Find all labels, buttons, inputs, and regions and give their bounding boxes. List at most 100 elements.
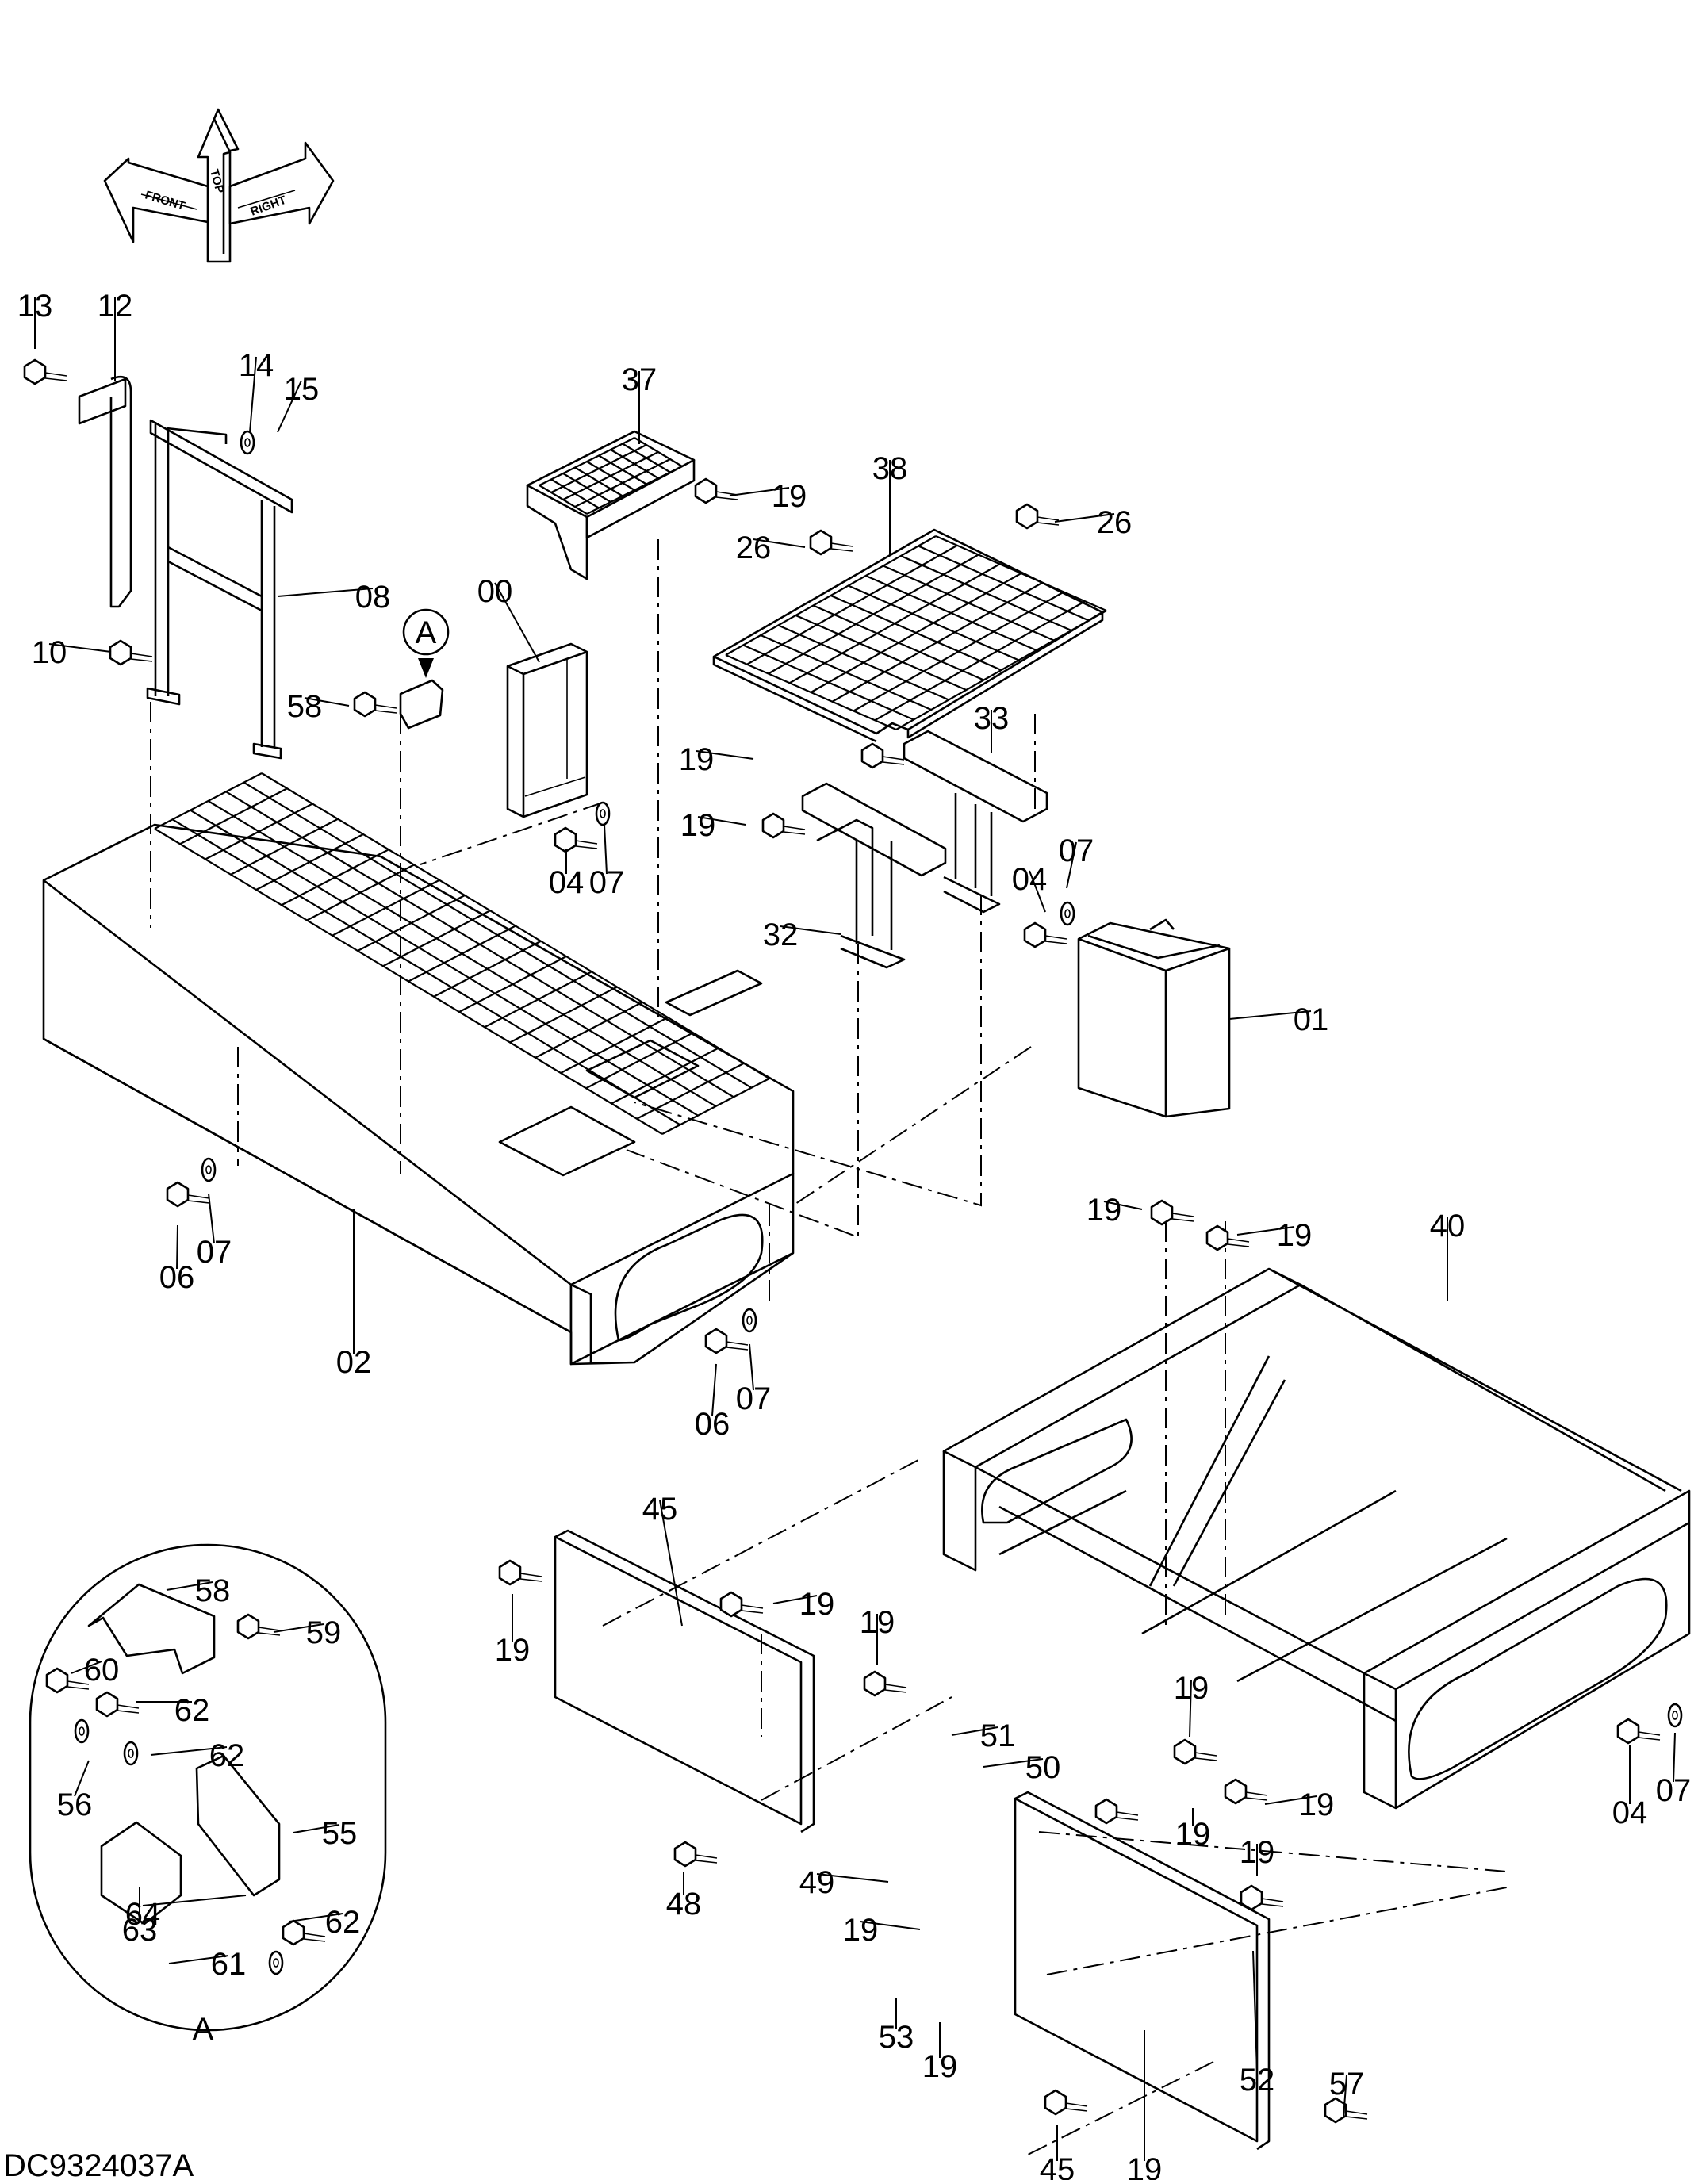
part-callout: 07 [736,1381,772,1416]
part-callout: 37 [622,362,657,397]
part-callout: 26 [736,531,772,565]
leader-line [1264,1795,1317,1805]
leader-line [1066,841,1077,889]
part-callout: 49 [799,1865,835,1900]
part-callout: 60 [84,1653,120,1688]
leader-line [983,1758,1044,1768]
leader-line [277,380,302,433]
leader-line [176,1224,178,1270]
detail-a-marker-label: A [416,615,437,650]
part-callout: 19 [1277,1218,1313,1253]
support-bracket-32 [801,782,947,969]
leader-line [208,1193,215,1244]
leader-line [142,1895,247,1906]
part-callout: 51 [980,1718,1016,1753]
assembly-lines [150,539,1508,2158]
leader-line [166,1581,213,1591]
part-callout: 19 [1087,1193,1122,1228]
leader-line [780,925,841,935]
drawing-code: DC9324037A [3,2148,194,2180]
leader-line [150,1746,228,1756]
part-callout: 04 [1612,1795,1648,1830]
part-callout: 53 [879,2020,914,2055]
part-callout: 56 [57,1787,93,1822]
part-callout: 19 [1127,2152,1163,2180]
side-panel-right [1014,1791,1271,2151]
part-callout: 19 [922,2049,958,2084]
leader-line [1103,1201,1143,1210]
leader-line [277,588,374,597]
part-callout: 19 [843,1913,879,1948]
part-callout: 19 [679,742,715,777]
leader-line [729,487,790,496]
handrail-bracket [78,375,132,608]
leader-line [273,1623,324,1633]
part-callout: 19 [1174,1671,1209,1706]
leader-line [816,1873,889,1883]
part-callout: 19 [860,1605,895,1640]
leader-line [860,1921,921,1930]
part-callout: 40 [1430,1209,1466,1243]
part-callout: 08 [355,580,391,615]
part-callout: 45 [1040,2152,1075,2180]
leader-line [951,1726,998,1736]
step [526,430,696,580]
leader-line [696,750,754,760]
part-callout: 33 [974,701,1010,736]
part-callout: 48 [666,1887,702,1922]
part-callout: 63 [122,1913,158,1948]
part-callout: 00 [477,574,513,609]
part-callout: 04 [549,865,585,900]
part-callout: 58 [287,689,323,724]
leader-line [1189,1679,1192,1738]
part-callout: 19 [1175,1817,1211,1852]
leader-line [1343,2075,1347,2118]
part-callout: 19 [1299,1787,1335,1822]
leader-line [1029,870,1046,913]
part-callout: 52 [1240,2063,1275,2098]
leader-lines [34,297,1676,2161]
leader-line [249,356,257,433]
leader-line [749,1343,754,1391]
leader-line [168,1955,229,1964]
part-callout: 45 [642,1492,678,1527]
detail-a-inset [29,1543,387,2032]
grating-panel [712,528,1107,743]
part-callout: 19 [495,1633,531,1668]
cover-box [506,642,588,818]
leader-line [772,1595,818,1604]
part-callout: 50 [1025,1750,1061,1785]
part-callout: 07 [1656,1773,1692,1808]
leader-line [71,1661,102,1674]
orientation-arrows-icon [103,108,335,263]
part-callout: 19 [1240,1835,1275,1870]
part-callout: 13 [17,289,53,324]
leader-line [1673,1732,1676,1783]
base-frame-40 [942,1267,1691,1810]
part-callout: 59 [306,1615,342,1650]
part-callout: 06 [695,1407,730,1442]
detail-a-marker [399,608,450,730]
part-callout: 06 [159,1260,195,1295]
part-callout: 62 [209,1738,245,1773]
part-callout: 19 [772,479,807,514]
part-callout: 58 [195,1573,231,1608]
battery-box [1077,918,1231,1118]
main-frame-02 [42,772,795,1366]
part-callout: 57 [1329,2067,1365,2102]
part-callout: 38 [872,451,908,486]
part-callout: 01 [1294,1002,1329,1037]
handrail [146,419,293,760]
part-callout: 26 [1097,505,1133,540]
part-callout: 07 [197,1235,232,1270]
part-callout: 07 [1059,833,1094,868]
part-callout: 02 [336,1345,372,1380]
leader-line [494,582,540,663]
part-callout: 32 [763,918,799,952]
part-callout: 10 [32,635,67,670]
leader-line [289,1913,343,1922]
part-callout: 14 [239,348,274,383]
